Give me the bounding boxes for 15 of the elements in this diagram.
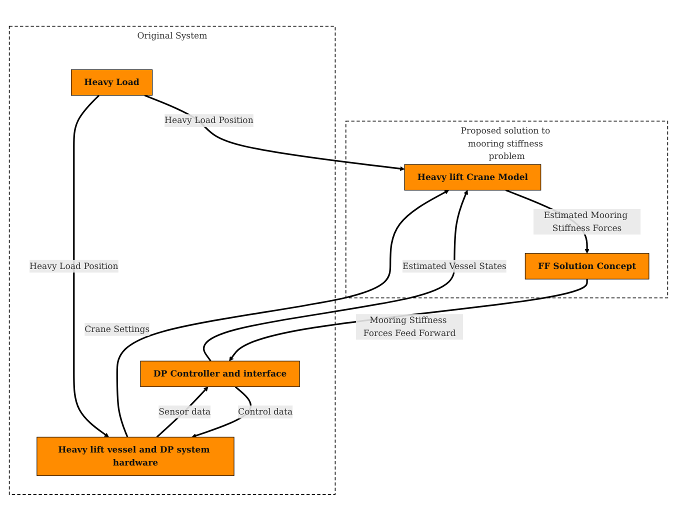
edge-label: Control data: [238, 405, 293, 418]
edge-label: Mooring Stiffness Forces Feed Forward: [356, 314, 464, 340]
edge-label: Heavy Load Position: [29, 259, 118, 272]
process-box: Heavy lift Crane Model: [404, 164, 542, 190]
edge-label: Estimated Mooring Stiffness Forces: [534, 208, 641, 234]
process-box: FF Solution Concept: [524, 252, 650, 280]
edge-label: Heavy Load Position: [164, 114, 254, 127]
edge-label: Estimated Vessel States: [402, 259, 506, 272]
process-box: Heavy lift vessel and DP system hardware: [36, 436, 234, 476]
group-title: Proposed solution to mooring stiffness problem: [460, 125, 550, 161]
group-title: Original System: [137, 30, 208, 40]
process-box: DP Controller and interface: [140, 360, 300, 387]
edge-label: Sensor data: [158, 405, 211, 418]
edge-label: Crane Settings: [84, 322, 150, 336]
process-box: Heavy Load: [70, 69, 153, 96]
